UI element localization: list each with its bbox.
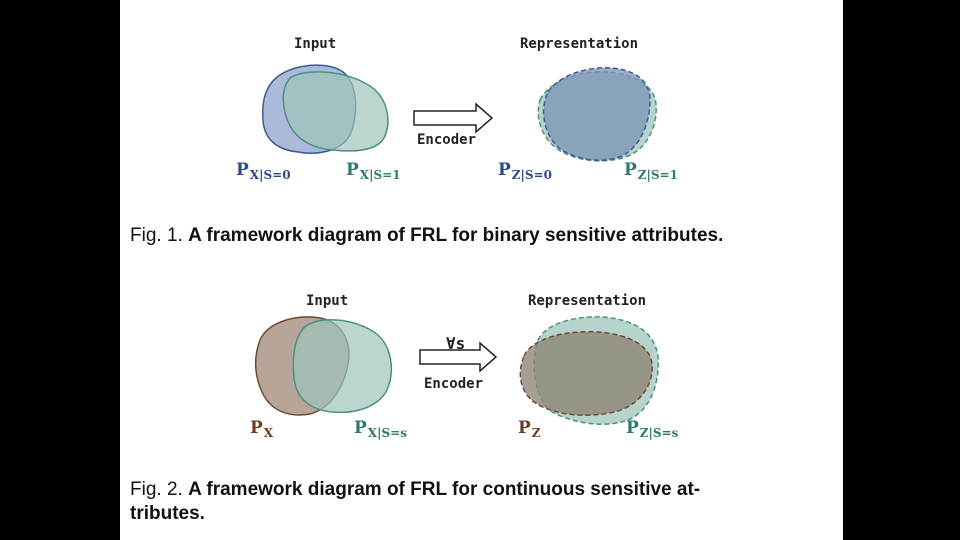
fig2-forall-label: ∀s xyxy=(446,334,466,353)
fig1-label-px-s0: PX|S=0 xyxy=(236,160,291,182)
fig2-caption: Fig. 2. A framework diagram of FRL for c… xyxy=(130,478,700,526)
fig1-rep-s0-shape xyxy=(542,66,651,161)
figure-page: Input Representation Encoder PX|S=0 PX|S… xyxy=(120,0,843,540)
fig1-diagram xyxy=(262,64,657,162)
fig2-input-title: Input xyxy=(306,293,349,309)
fig2-input-xs-shape xyxy=(292,319,393,414)
fig2-diagram xyxy=(255,316,660,425)
fig1-label-px-s1: PX|S=1 xyxy=(346,160,401,182)
fig2-encoder-label: Encoder xyxy=(424,376,484,392)
fig2-label-pz-s: PZ|S=s xyxy=(626,418,679,440)
fig1-input-title: Input xyxy=(294,36,337,52)
fig2-label-pz: PZ xyxy=(518,418,541,440)
fig2-representation-title: Representation xyxy=(528,293,647,309)
fig2-encoder-arrow xyxy=(419,341,498,373)
fig2-caption-line2: tributes. xyxy=(130,503,205,524)
fig1-encoder-arrow xyxy=(413,102,494,134)
fig1-label-pz-s1: PZ|S=1 xyxy=(624,160,678,182)
fig2-label-px: PX xyxy=(250,418,274,440)
fig2-caption-line1: Fig. 2. A framework diagram of FRL for c… xyxy=(130,479,701,500)
fig1-representation-title: Representation xyxy=(520,36,639,52)
fig1-caption: Fig. 1. A framework diagram of FRL for b… xyxy=(130,225,724,246)
fig1-encoder-label: Encoder xyxy=(417,132,477,148)
fig2-label-px-s: PX|S=s xyxy=(354,418,407,440)
fig1-input-s1-shape xyxy=(282,71,389,152)
fig1-label-pz-s0: PZ|S=0 xyxy=(498,160,552,182)
fig2-rep-z-shape xyxy=(519,330,653,416)
